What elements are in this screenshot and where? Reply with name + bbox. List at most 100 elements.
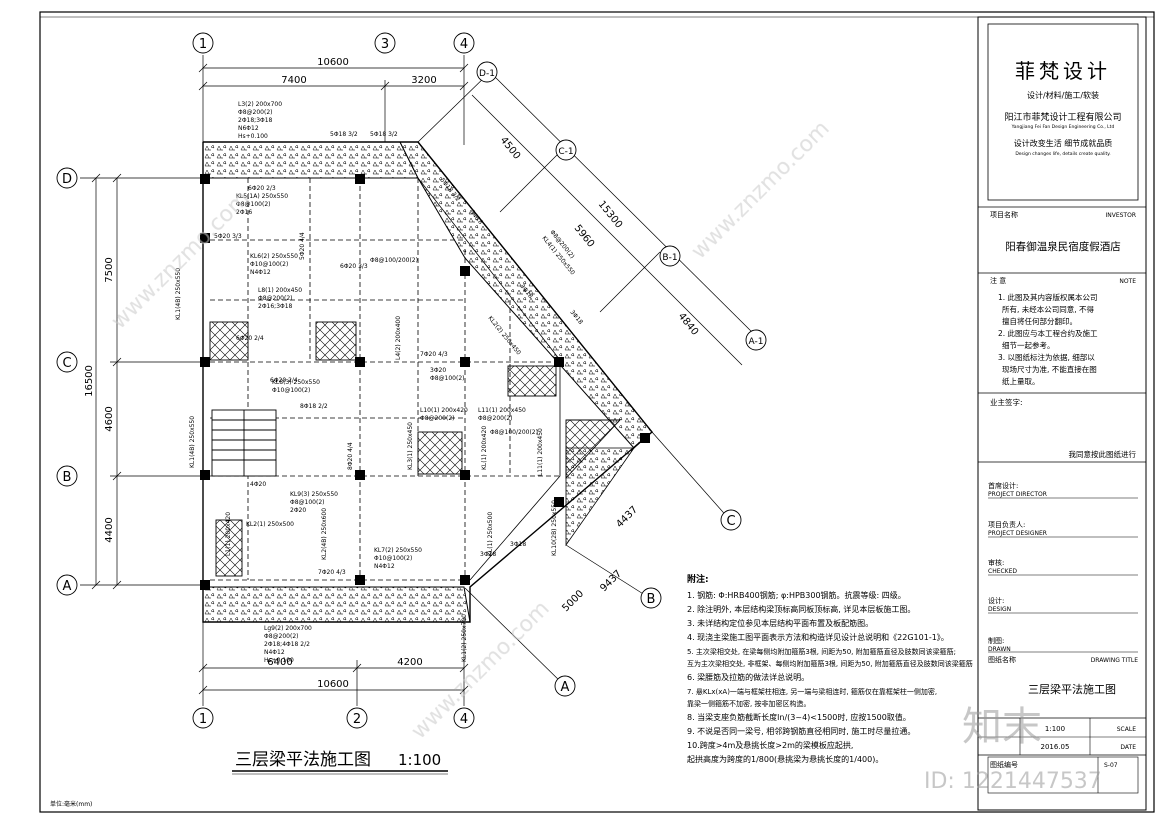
grid-bubble-a1: A-1: [745, 329, 767, 351]
svg-text:10.跨度>4m及悬挑长度>2m的梁模板应起拱,: 10.跨度>4m及悬挑长度>2m的梁模板应起拱,: [687, 740, 853, 750]
svg-text:设计:: 设计:: [988, 596, 1004, 605]
svg-text:Φ8@100(2): Φ8@100(2): [290, 499, 325, 506]
svg-text:1: 1: [199, 712, 207, 727]
notes-title: 附注:: [687, 573, 709, 585]
svg-text:KL2(4B) 250x600: KL2(4B) 250x600: [321, 508, 328, 560]
svg-text:KL8(3) 250x550: KL8(3) 250x550: [272, 379, 320, 386]
svg-text:PROJECT DESIGNER: PROJECT DESIGNER: [988, 530, 1047, 537]
slogan: 设计改变生活 细节成就品质: [1014, 138, 1113, 148]
watermark-brand: 知末: [962, 704, 1042, 750]
svg-text:审核:: 审核:: [988, 558, 1004, 567]
svg-text:3Φ18: 3Φ18: [568, 309, 584, 326]
svg-text:A-1: A-1: [749, 337, 764, 347]
svg-text:SCALE: SCALE: [1117, 726, 1136, 733]
svg-text:8. 当梁支座负筋截断长度ln/(3~4)<1500时, 应: 8. 当梁支座负筋截断长度ln/(3~4)<1500时, 应按1500取值。: [687, 712, 911, 722]
grid-bubble-b1: B-1: [659, 245, 681, 267]
svg-text:5Φ18 3/2: 5Φ18 3/2: [370, 131, 398, 138]
svg-text:1: 1: [199, 37, 207, 52]
svg-text:首席设计:: 首席设计:: [988, 481, 1018, 490]
svg-text:Φ10@100(2): Φ10@100(2): [374, 555, 412, 562]
drawing-scale: 1:100: [398, 751, 441, 769]
svg-text:KL1(4B) 250x550: KL1(4B) 250x550: [175, 268, 182, 320]
svg-text:1. 此图及其内容版权属本公司: 1. 此图及其内容版权属本公司: [998, 292, 1098, 302]
dim-diag-4500: 4500: [498, 135, 523, 162]
dim-top-right: 3200: [411, 75, 436, 86]
beam-annotations: L3(2) 200x700 Φ8@200(2) 2Φ18;3Φ18 N6Φ12 …: [214, 101, 538, 664]
svg-text:C: C: [726, 514, 735, 529]
svg-text:2. 除注明外, 本层结构梁顶标高同板顶标高, 详见本层板施: 2. 除注明外, 本层结构梁顶标高同板顶标高, 详见本层板施工图。: [687, 604, 915, 614]
left-dimensions: [80, 173, 205, 590]
notes-block: 附注: 1. 钢筋: Φ:HRB400钢筋; φ:HPB300钢筋。抗震等级: …: [687, 573, 973, 764]
svg-text:KL10(2B) 250x550: KL10(2B) 250x550: [551, 500, 558, 556]
svg-text:6Φ20 2/3: 6Φ20 2/3: [248, 185, 276, 192]
company-full: 阳江市菲梵设计工程有限公司: [1004, 111, 1121, 123]
svg-text:现场尺寸为准, 不能直接在图: 现场尺寸为准, 不能直接在图: [1002, 364, 1097, 374]
title-block-drawing-title: 三层梁平法施工图: [1028, 682, 1116, 696]
svg-text:Φ8@200(2): Φ8@200(2): [258, 295, 293, 302]
owner-agree: 我同意按此图纸进行: [1069, 449, 1137, 459]
svg-text:Φ8@100(2): Φ8@100(2): [430, 375, 465, 382]
dim-diag-4437: 4437: [614, 504, 640, 530]
svg-text:Φ8@100/200(2): Φ8@100/200(2): [370, 257, 418, 264]
svg-text:L11(1) 200x450: L11(1) 200x450: [478, 407, 526, 414]
svg-text:L11(1) 200x450: L11(1) 200x450: [537, 428, 544, 476]
svg-text:2Φ20: 2Φ20: [290, 507, 306, 514]
svg-text:1. 钢筋: Φ:HRB400钢筋; φ:HPB300钢筋。: 1. 钢筋: Φ:HRB400钢筋; φ:HPB300钢筋。抗震等级: 四级。: [687, 590, 906, 600]
owner-sign: 业主签字:: [990, 397, 1023, 407]
svg-text:3. 以图纸标注为依据, 细部以: 3. 以图纸标注为依据, 细部以: [998, 352, 1095, 362]
dim-bottom-total: 10600: [317, 679, 349, 690]
svg-text:Φ8@200(2): Φ8@200(2): [478, 415, 513, 422]
dim-left-upper: 7500: [104, 257, 115, 282]
svg-text:KL1(2) 250x700: KL1(2) 250x700: [461, 614, 468, 662]
svg-text:KL5(1A) 250x550: KL5(1A) 250x550: [236, 193, 288, 200]
svg-text:3: 3: [381, 37, 389, 52]
svg-text:C: C: [62, 356, 71, 371]
svg-text:6Φ20 2/4: 6Φ20 2/4: [270, 377, 298, 384]
svg-text:7Φ20 4/3: 7Φ20 4/3: [318, 569, 346, 576]
svg-text:4Φ20: 4Φ20: [250, 481, 266, 488]
svg-text:擅自将任何部分翻印。: 擅自将任何部分翻印。: [1002, 316, 1077, 326]
svg-text:3Φ18: 3Φ18: [480, 551, 496, 558]
svg-text:1:100: 1:100: [1045, 725, 1065, 733]
svg-text:N4Φ12: N4Φ12: [374, 563, 395, 570]
svg-text:2Φ16: 2Φ16: [236, 209, 252, 216]
svg-text:KL9(3) 250x550: KL9(3) 250x550: [290, 491, 338, 498]
svg-text:KL3(1) 250x450: KL3(1) 250x450: [407, 422, 414, 470]
svg-text:B: B: [63, 470, 72, 485]
svg-text:所有, 未经本公司同意, 不得: 所有, 未经本公司同意, 不得: [1002, 304, 1095, 314]
dim-left-lower: 4400: [104, 517, 115, 542]
watermark-id: ID: 1221447537: [924, 769, 1102, 794]
investor-label: INVESTOR: [1105, 212, 1136, 219]
title-block-text: 菲梵设计 设计/材料/施工/软装 阳江市菲梵设计工程有限公司 Yangjiang…: [988, 59, 1138, 769]
svg-text:DESIGN: DESIGN: [988, 606, 1011, 613]
grid-bubble-left-d: D: [56, 167, 78, 189]
top-dimensions: [198, 55, 469, 145]
grid-bubble-top-4: 4: [453, 32, 475, 54]
svg-text:KL(1) 250x500: KL(1) 250x500: [487, 512, 494, 556]
svg-text:2. 此图应与本工程合约及施工: 2. 此图应与本工程合约及施工: [998, 328, 1098, 338]
svg-text:N6Φ12: N6Φ12: [238, 125, 259, 132]
beam-grid: [210, 178, 560, 581]
svg-text:B-1: B-1: [662, 253, 677, 263]
svg-text:Φ8@200(2): Φ8@200(2): [264, 633, 299, 640]
svg-text:图纸编号: 图纸编号: [990, 760, 1018, 769]
svg-text:3. 未详结构定位参见本层结构平面布置及板配筋图。: 3. 未详结构定位参见本层结构平面布置及板配筋图。: [687, 618, 873, 628]
dim-bottom-left: 6400: [267, 657, 292, 668]
dim-bottom-right: 4200: [397, 657, 422, 668]
svg-text:7Φ20 4/3: 7Φ20 4/3: [420, 351, 448, 358]
svg-text:D: D: [62, 172, 72, 187]
grid-bubble-left-c: C: [56, 351, 78, 373]
svg-text:DRAWING TITLE: DRAWING TITLE: [1091, 657, 1139, 664]
grid-bubble-d1: D-1: [476, 61, 498, 83]
svg-text:3Φ20: 3Φ20: [430, 367, 446, 374]
columns: [200, 174, 650, 590]
svg-text:Φ8@100/200(2): Φ8@100/200(2): [490, 429, 538, 436]
dim-diag-5000: 5000: [560, 588, 586, 614]
svg-text:L4(2) 200x400: L4(2) 200x400: [395, 316, 402, 360]
svg-text:细节一起参考。: 细节一起参考。: [1002, 340, 1055, 350]
svg-text:PROJECT DIRECTOR: PROJECT DIRECTOR: [988, 491, 1047, 498]
svg-text:www.znzmo.com: www.znzmo.com: [687, 116, 835, 264]
bottom-dimensions: [198, 622, 469, 706]
svg-text:4: 4: [460, 712, 468, 727]
svg-text:DRAWN: DRAWN: [988, 646, 1011, 653]
